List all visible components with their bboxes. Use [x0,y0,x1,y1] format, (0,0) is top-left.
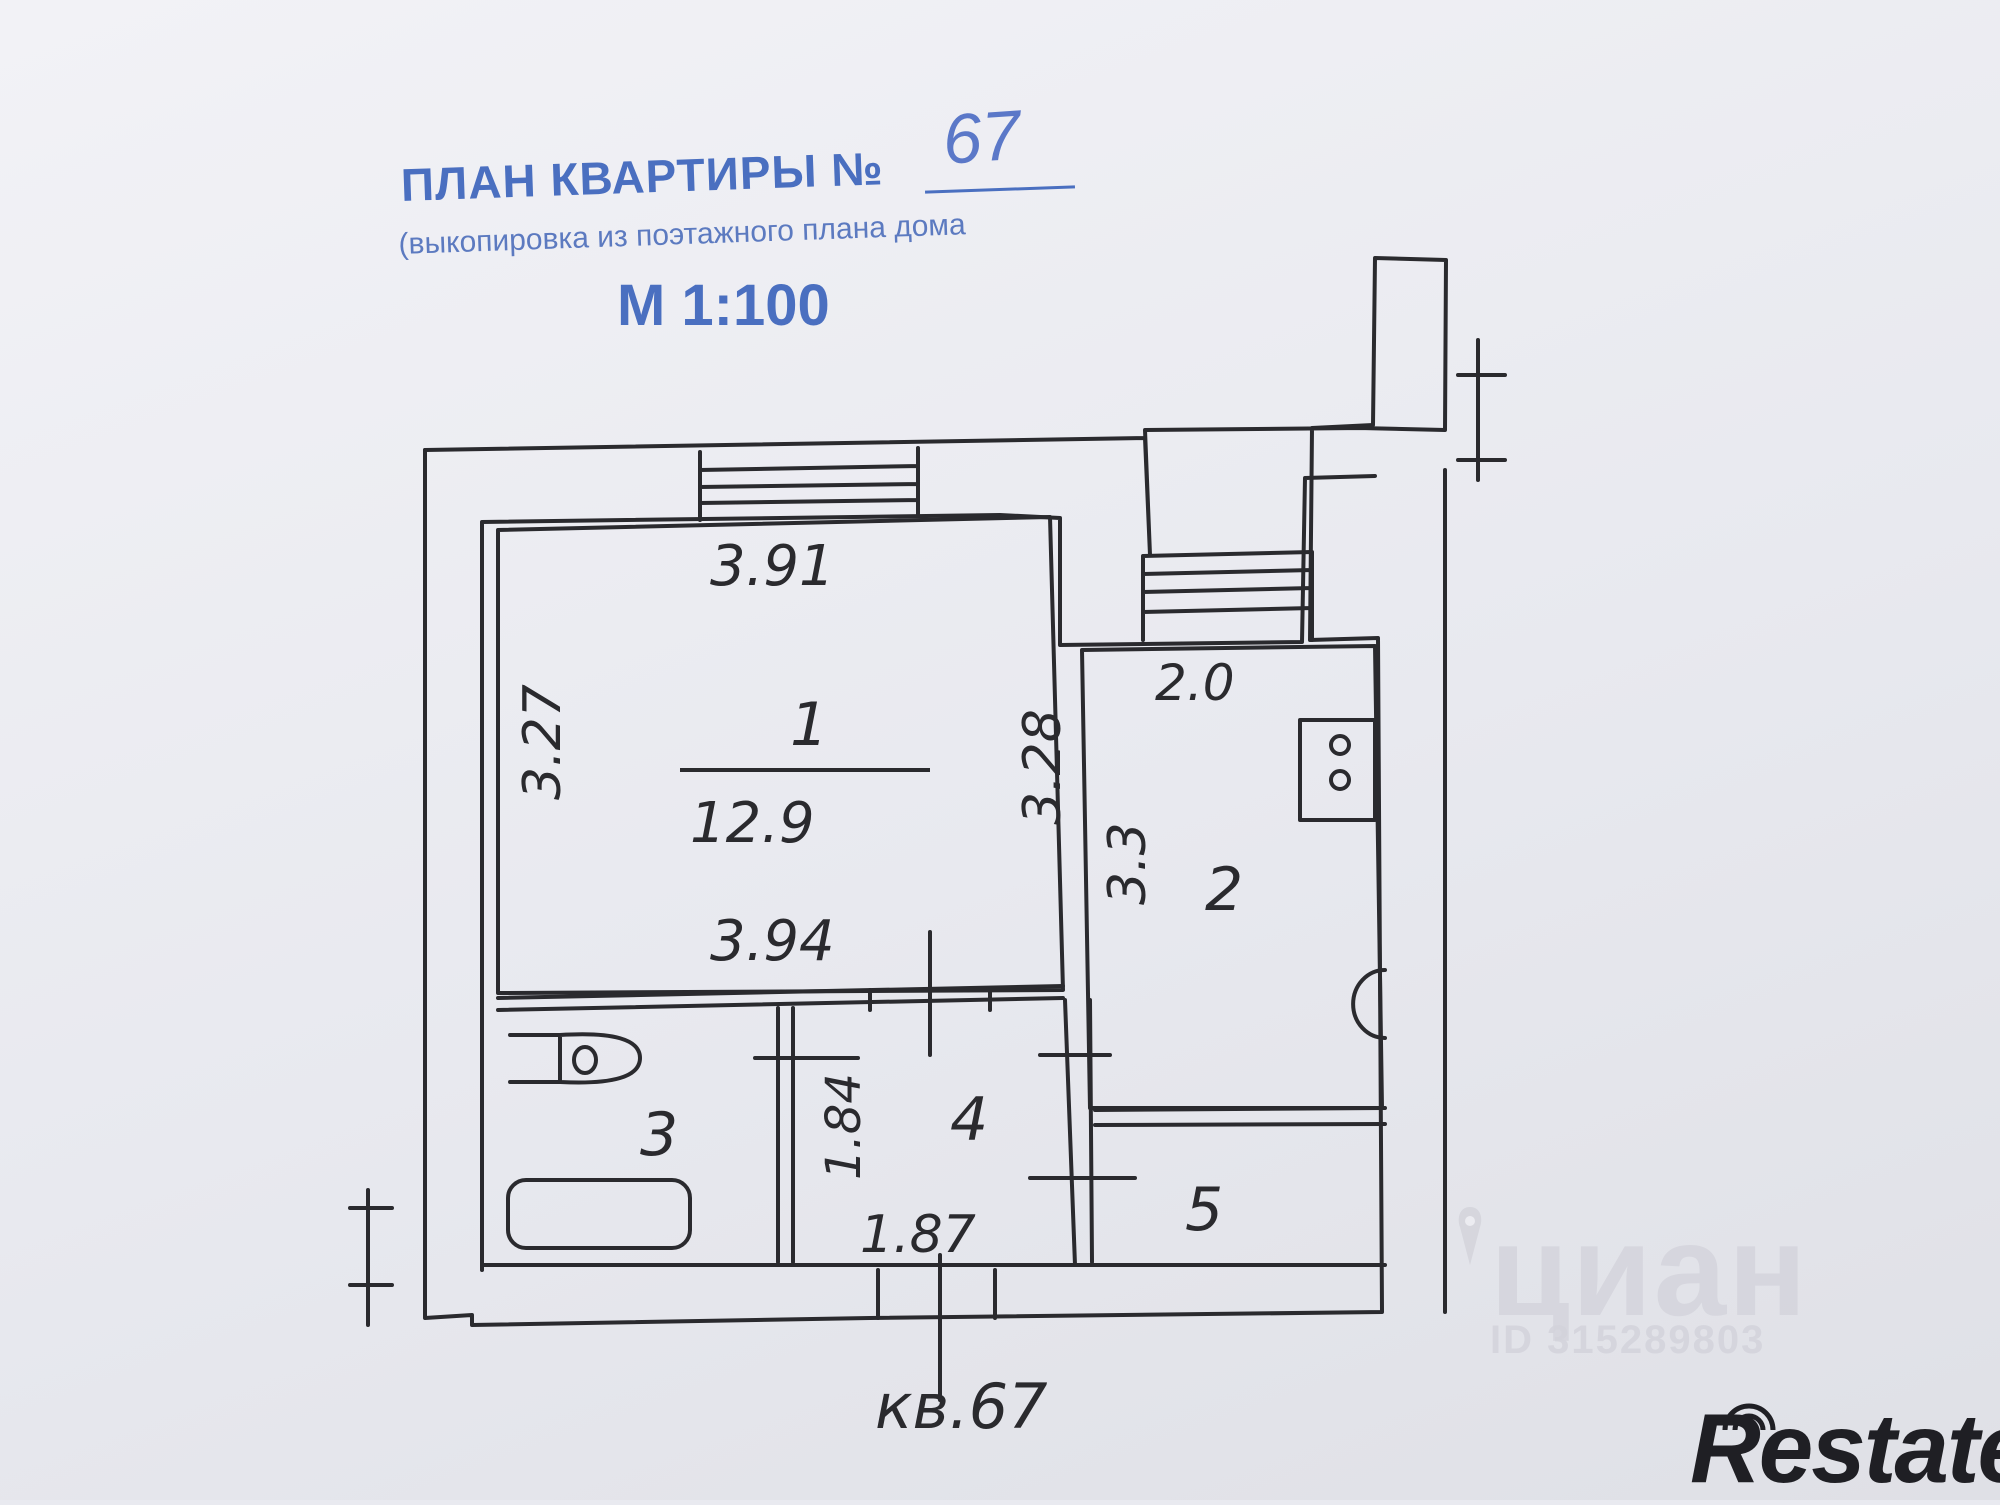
outer-wall-inner-line [480,474,1377,1272]
room-5-number: 5 [1185,1175,1223,1245]
plan-scale: М 1:100 [617,273,830,338]
apartment-caption: кв.67 [875,1370,1048,1443]
location-pin-icon [1458,1207,1482,1265]
room-1-area: 12.9 [690,791,815,856]
room-1-outline [496,515,1065,995]
room-4-width: 1.87 [860,1205,976,1265]
room-4-number: 4 [950,1085,988,1155]
restate-logo: Restate [1690,1393,2000,1503]
room-1-right-height: 3.28 [1013,709,1073,825]
closet-top-wall [1093,1106,1387,1127]
room-2-number: 2 [1205,855,1243,925]
watermark-brand: циан [1490,1197,1809,1343]
corridor-wall-2 [496,996,1065,1012]
window-room-1 [698,446,920,522]
window-kitchen [1141,550,1314,642]
closet-wall-2 [1088,998,1094,1264]
door-tick-right [1456,338,1507,482]
outer-wall [423,256,1448,1327]
room-3-number: 3 [640,1100,678,1170]
room-1-top-width: 3.91 [710,534,835,599]
stove [1298,718,1377,822]
room-1-number: 1 [790,690,828,760]
door-tick [753,930,1137,1402]
room-1-left-height: 3.27 [513,684,573,800]
closet-wall [1063,998,1077,1267]
toilet [508,1032,642,1085]
watermark-id: ID 315289803 [1490,1318,1766,1362]
room-4-height: 1.84 [816,1073,872,1180]
room-2-top-width: 2.0 [1155,654,1235,712]
bathtub [506,1178,692,1250]
signal-icon [1722,1403,1776,1431]
corridor-wall [496,984,1065,1000]
door-tick-left [348,1188,394,1327]
room-1-bottom-width: 3.94 [710,909,835,974]
boiler [1351,968,1387,1040]
room-2-height: 3.3 [1098,822,1158,905]
